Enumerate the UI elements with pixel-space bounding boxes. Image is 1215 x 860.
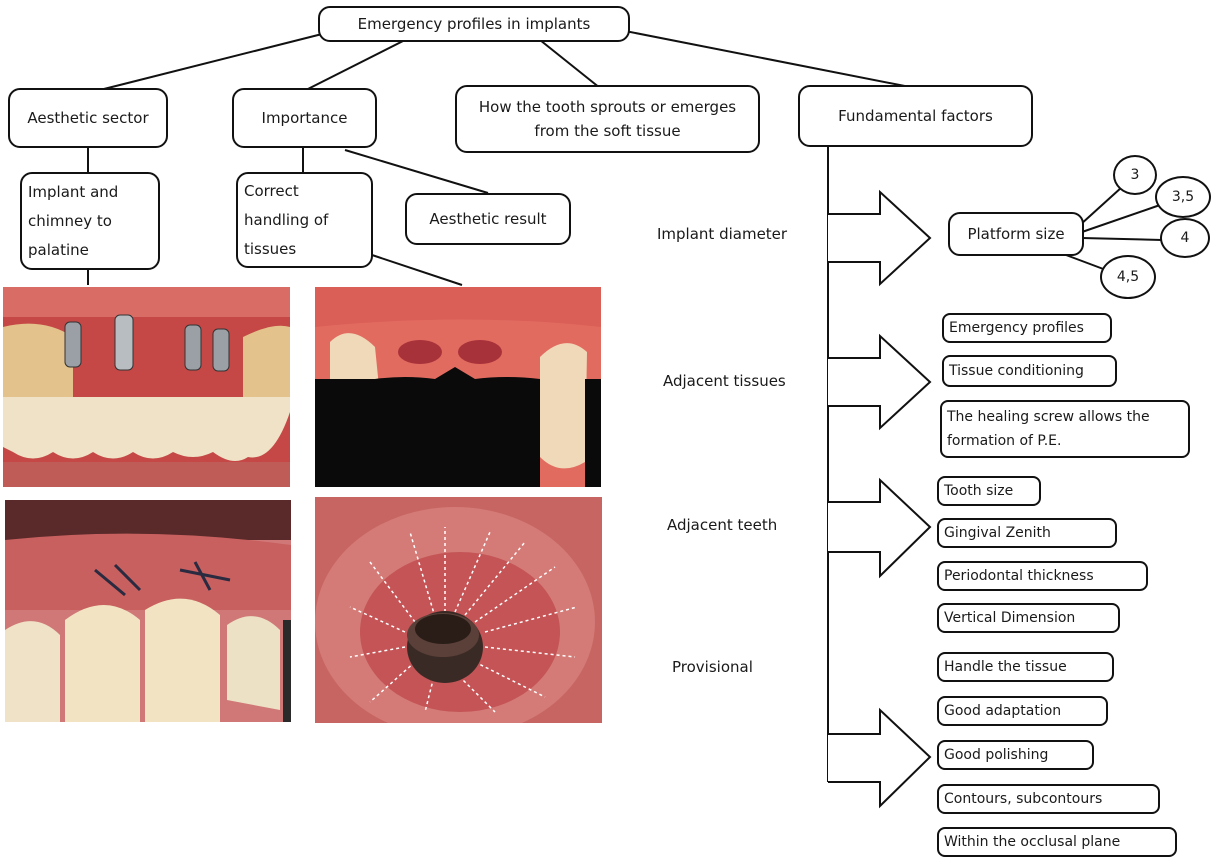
factor-arrows — [828, 192, 930, 806]
factor-label-adjacent-teeth: Adjacent teeth — [667, 516, 777, 534]
item-tooth-size: Tooth size — [937, 476, 1041, 506]
size-circle-3-5: 3,5 — [1155, 176, 1211, 218]
photo-emergence-sites — [315, 287, 601, 487]
branch-aesthetic-sector: Aesthetic sector — [8, 88, 168, 148]
item-vertical-dimension: Vertical Dimension — [937, 603, 1120, 633]
size-circle-3: 3 — [1113, 155, 1157, 195]
item-gingival-zenith: Gingival Zenith — [937, 518, 1117, 548]
branch-how-tooth-sprouts: How the tooth sprouts or emerges from th… — [455, 85, 760, 153]
implant-chimney-box: Implant and chimney to palatine — [20, 172, 160, 270]
item-good-polishing: Good polishing — [937, 740, 1094, 770]
item-emergency-profiles: Emergency profiles — [942, 313, 1112, 343]
platform-size-box: Platform size — [948, 212, 1084, 256]
correct-handling-box: Correct handling of tissues — [236, 172, 373, 268]
item-handle-tissue: Handle the tissue — [937, 652, 1114, 682]
branch-fundamental-factors: Fundamental factors — [798, 85, 1033, 147]
factor-label-adjacent-tissues: Adjacent tissues — [663, 372, 786, 390]
item-good-adaptation: Good adaptation — [937, 696, 1108, 726]
item-periodontal-thickness: Periodontal thickness — [937, 561, 1148, 591]
photo-implant-abutments — [3, 287, 290, 487]
photo-sutured-tissue — [5, 500, 291, 722]
item-healing-screw: The healing screw allows the formation o… — [940, 400, 1190, 458]
size-circle-4-5: 4,5 — [1100, 255, 1156, 299]
size-circle-4: 4 — [1160, 218, 1210, 258]
branch-importance: Importance — [232, 88, 377, 148]
factor-label-implant-diameter: Implant diameter — [657, 225, 787, 243]
diagram-title: Emergency profiles in implants — [318, 6, 630, 42]
item-within-occlusal-plane: Within the occlusal plane — [937, 827, 1177, 857]
item-contours-subcontours: Contours, subcontours — [937, 784, 1160, 814]
factor-label-provisional: Provisional — [672, 658, 753, 676]
item-tissue-conditioning: Tissue conditioning — [942, 355, 1117, 387]
aesthetic-result-box: Aesthetic result — [405, 193, 571, 245]
photo-healing-screw — [315, 497, 602, 723]
